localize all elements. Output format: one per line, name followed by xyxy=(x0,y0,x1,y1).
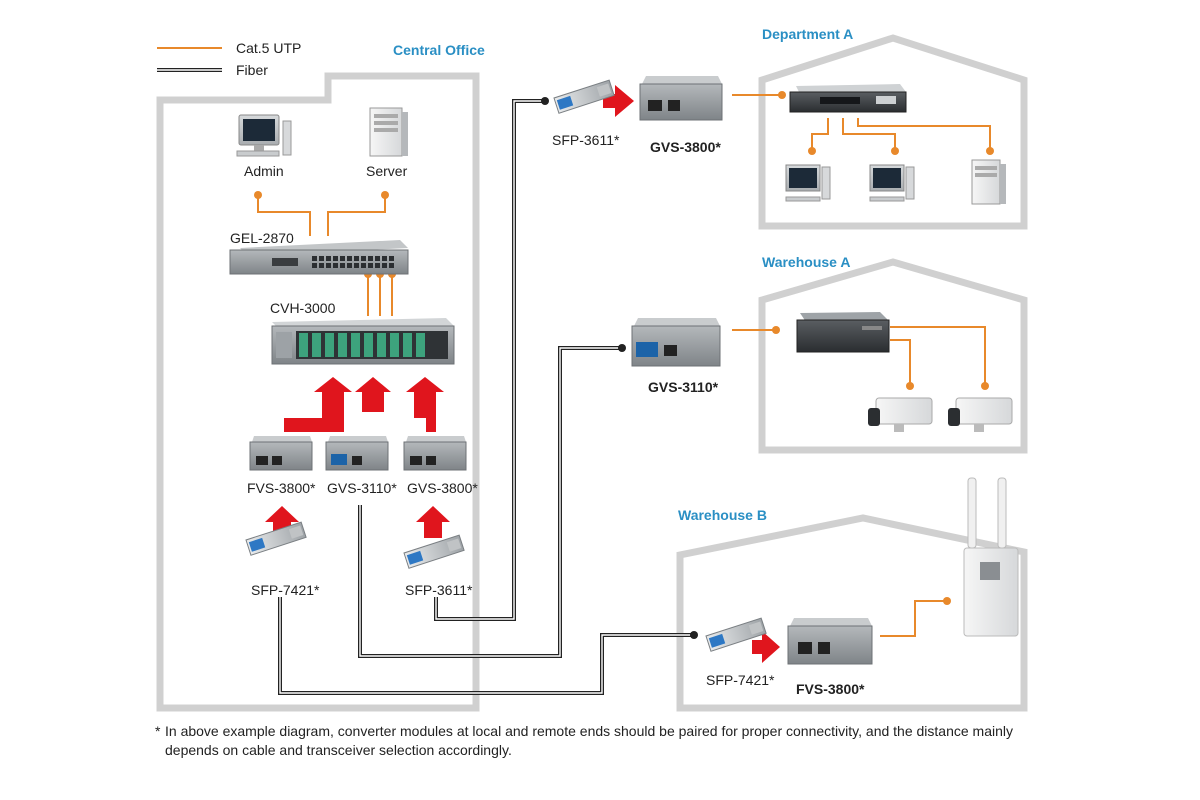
warehouse-a-outline xyxy=(758,258,1028,454)
fvs3800-co-label: FVS-3800* xyxy=(247,480,316,496)
footnote-marker: * xyxy=(155,723,161,739)
gel2870-switch-icon xyxy=(229,240,409,275)
cat5-links xyxy=(254,91,994,637)
gvs3800-dept-label: GVS-3800* xyxy=(650,139,721,155)
department-a-outline xyxy=(758,34,1028,230)
fiber-gvs3110-to-warehouse-a xyxy=(358,346,620,658)
sfp7421-whb-icon xyxy=(705,617,767,652)
fiber-links xyxy=(278,97,698,695)
fiber-endpoint-dot xyxy=(618,344,626,352)
central-office-title: Central Office xyxy=(393,42,485,58)
fiber-endpoint-dot xyxy=(690,631,698,639)
dept-a-pc-2-icon xyxy=(869,164,915,202)
nvr-recorder-icon xyxy=(796,312,890,353)
wireless-access-point-icon xyxy=(963,477,1019,637)
fvs3800-whb-label: FVS-3800* xyxy=(796,681,865,697)
sfp7421-co-label: SFP-7421* xyxy=(251,582,320,598)
warehouse-b-title: Warehouse B xyxy=(678,507,767,523)
gvs3110-co-label: GVS-3110* xyxy=(327,480,397,496)
gvs3110-wh-icon xyxy=(631,318,721,367)
fiber-endpoint-dot xyxy=(541,97,549,105)
central-office-outline xyxy=(156,72,480,712)
gvs3800-co-icon xyxy=(403,436,467,471)
sfp7421-whb-label: SFP-7421* xyxy=(706,672,775,688)
fiber-sfp3611-to-department-a xyxy=(434,99,543,621)
arrow-icon xyxy=(603,85,634,117)
sfp3611-co-icon xyxy=(403,534,465,569)
dept-a-switch-icon xyxy=(789,84,907,113)
sfp7421-co-icon xyxy=(245,521,307,556)
sfp3611-dept-label: SFP-3611* xyxy=(552,132,620,148)
legend: Cat.5 UTP Fiber xyxy=(157,40,301,78)
arrow-icon xyxy=(284,377,352,432)
gel2870-label: GEL-2870 xyxy=(230,230,294,246)
legend-cat5-label: Cat.5 UTP xyxy=(236,40,301,56)
warehouse-b-outline xyxy=(676,514,1028,712)
admin-pc-icon xyxy=(236,114,292,157)
arrow-icon xyxy=(752,631,780,663)
arrow-icon xyxy=(416,506,450,538)
gvs3110-co-icon xyxy=(325,436,389,471)
gvs3800-dept-icon xyxy=(639,76,723,121)
cvh3000-label: CVH-3000 xyxy=(270,300,336,316)
server-label: Server xyxy=(366,163,408,179)
server-tower-icon xyxy=(369,107,408,157)
admin-label: Admin xyxy=(244,163,284,179)
department-a-title: Department A xyxy=(762,26,853,42)
fiber-sfp7421-to-warehouse-b xyxy=(278,597,692,695)
footnote: * In above example diagram, converter mo… xyxy=(155,722,1055,760)
insertion-arrows xyxy=(265,85,780,663)
warehouse-a-title: Warehouse A xyxy=(762,254,850,270)
gvs3110-wh-label: GVS-3110* xyxy=(648,379,719,395)
sfp3611-dept-icon xyxy=(553,79,615,114)
dept-a-pc-1-icon xyxy=(785,164,831,202)
fvs3800-co-icon xyxy=(249,436,313,471)
fvs3800-whb-icon xyxy=(787,618,873,665)
arrow-icon xyxy=(406,377,444,432)
ip-camera-2-icon xyxy=(948,397,1013,432)
cvh3000-chassis-icon xyxy=(271,318,455,365)
legend-fiber-label: Fiber xyxy=(236,62,268,78)
sfp3611-co-label: SFP-3611* xyxy=(405,582,473,598)
ip-camera-1-icon xyxy=(868,397,933,432)
arrow-icon xyxy=(355,377,391,432)
gvs3800-co-label: GVS-3800* xyxy=(407,480,478,496)
footnote-text: In above example diagram, converter modu… xyxy=(165,723,1013,758)
dept-a-server-icon xyxy=(971,159,1006,205)
